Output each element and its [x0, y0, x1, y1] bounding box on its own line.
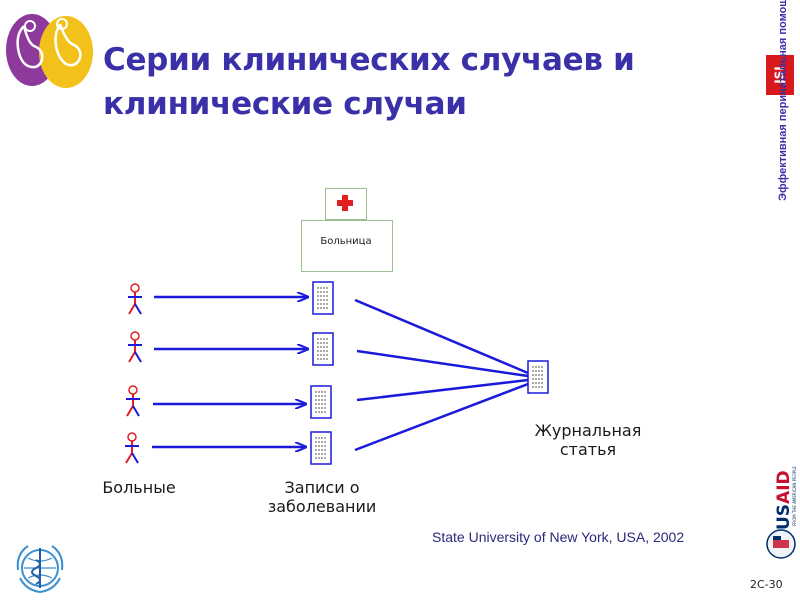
page-number: 2C-30 — [750, 578, 783, 591]
record-doc-3 — [310, 385, 332, 419]
record-doc-2 — [312, 332, 334, 366]
jsi-logo: JSI — [766, 55, 794, 95]
converge-line-2 — [356, 349, 529, 378]
patient-figure-1 — [127, 283, 143, 315]
hospital-label: Больница — [320, 236, 372, 247]
journal-article-doc — [527, 360, 549, 394]
patients-label: Больные — [102, 478, 176, 497]
converge-line-3 — [356, 378, 529, 402]
record-doc-4 — [310, 431, 332, 465]
record-doc-1 — [312, 281, 334, 315]
patient-figure-4 — [124, 432, 140, 464]
jsi-logo-text: JSI — [773, 66, 787, 85]
article-label: Журнальная статья — [534, 421, 642, 459]
usaid-logo: USAID FROM THE AMERICAN PEOPLE — [766, 466, 797, 559]
patient-figure-2 — [127, 331, 143, 363]
source-citation: State University of New York, USA, 2002 — [432, 529, 685, 545]
records-label: Записи о заболевании — [267, 478, 377, 516]
page-title: Серии клинических случаев и клинические … — [103, 42, 635, 122]
patient-figure-3 — [125, 385, 141, 417]
epu-logo — [6, 14, 93, 88]
converge-line-4 — [354, 382, 529, 452]
red-cross-icon — [337, 195, 353, 211]
hospital-box — [301, 220, 393, 272]
converge-line-1 — [354, 298, 529, 375]
usaid-aid: AID — [774, 470, 794, 504]
svg-text:USAID: USAID — [774, 470, 794, 530]
who-logo — [16, 545, 64, 593]
usaid-tagline: FROM THE AMERICAN PEOPLE — [792, 466, 797, 526]
